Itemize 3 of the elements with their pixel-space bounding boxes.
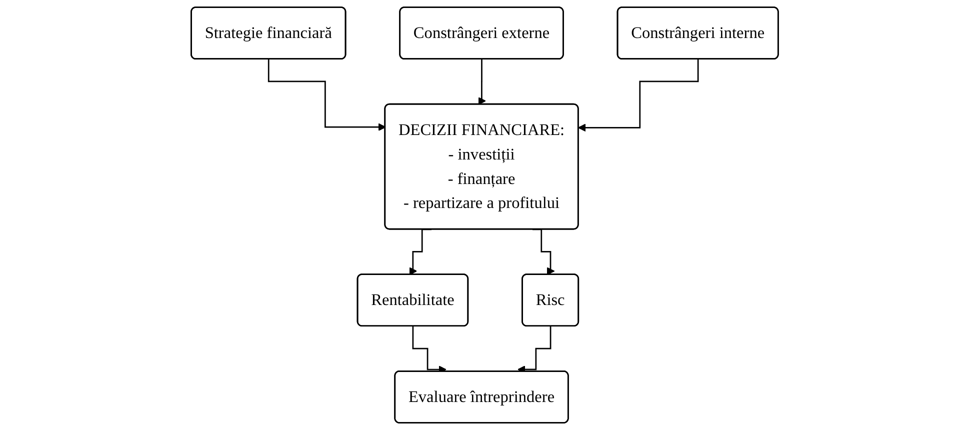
arrow (578, 58, 699, 132)
arrow (268, 58, 386, 132)
arrow (478, 58, 486, 105)
